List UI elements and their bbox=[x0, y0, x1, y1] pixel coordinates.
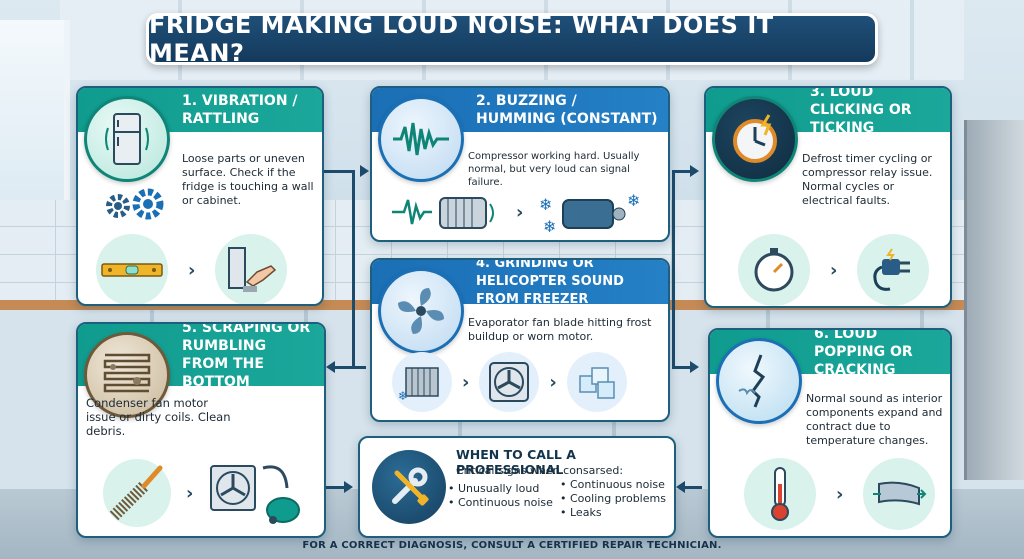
badge-timer bbox=[712, 96, 798, 182]
arrow-left-icon bbox=[326, 361, 335, 373]
connector-line bbox=[672, 170, 692, 173]
list-item: Continuous noise bbox=[448, 496, 553, 510]
card-vibration: 1. VIBRATION / RATTLING Loose parts or u… bbox=[76, 86, 324, 306]
illustration-row: › bbox=[738, 234, 930, 306]
stopwatch-icon bbox=[754, 248, 794, 292]
chevron-right-icon: › bbox=[186, 482, 194, 504]
connector-line bbox=[672, 170, 675, 368]
badge-fan bbox=[378, 268, 464, 354]
illustration-circle bbox=[96, 234, 168, 304]
chevron-right-icon: › bbox=[836, 483, 844, 505]
card-description: Loose parts or uneven surface. Check if … bbox=[182, 152, 314, 207]
illustration-circle bbox=[863, 458, 936, 530]
signs-list-right: Continuous noise Cooling problems Leaks bbox=[560, 478, 666, 520]
plug-icon bbox=[873, 248, 911, 291]
connector-line bbox=[326, 486, 348, 489]
connector-line bbox=[672, 366, 692, 369]
level-tool-icon bbox=[101, 263, 163, 277]
badge-coils bbox=[84, 332, 170, 418]
chevron-right-icon: › bbox=[188, 259, 196, 281]
arrow-left-icon bbox=[676, 481, 685, 493]
tools-badge bbox=[372, 450, 446, 524]
gears-icon bbox=[106, 188, 164, 220]
connector-line bbox=[682, 486, 702, 489]
fan-unit-icon bbox=[489, 362, 530, 402]
sound-wave-icon bbox=[393, 122, 449, 156]
window bbox=[0, 20, 70, 220]
list-item: Continuous noise bbox=[560, 478, 666, 492]
hand-adjusting-icon bbox=[228, 247, 277, 292]
illustration-circle bbox=[744, 458, 816, 530]
page-title: FRIDGE MAKING LOUD NOISE: WHAT DOES IT M… bbox=[146, 11, 878, 67]
card-popping: 6. LOUD POPPING OR CRACKING Normal sound… bbox=[708, 328, 952, 538]
card-buzzing: 2. BUZZING / HUMMING (CONSTANT) Compress… bbox=[370, 86, 670, 242]
arrow-right-icon bbox=[690, 361, 699, 373]
signs-list-left: Unusually loud Continuous noise bbox=[448, 482, 553, 510]
brush-icon bbox=[103, 459, 171, 527]
card-scraping: 5. SCRAPING OR RUMBLING FROM THE BOTTOM … bbox=[76, 322, 326, 538]
connector-line bbox=[324, 170, 354, 173]
arrow-right-icon bbox=[344, 481, 353, 493]
ice-crack-icon bbox=[738, 354, 766, 408]
footer-note: FOR A CORRECT DIAGNOSIS, CONSULT A CERTI… bbox=[302, 540, 722, 551]
vacuum-fan-icon bbox=[210, 465, 301, 524]
illustration-circle bbox=[566, 352, 627, 412]
arrow-right-icon bbox=[360, 165, 369, 177]
illustration-circle bbox=[857, 234, 930, 306]
connector-line bbox=[334, 366, 354, 369]
fridge-icon bbox=[105, 113, 149, 165]
connector-line bbox=[352, 366, 366, 369]
card-clicking: 3. LOUD CLICKING OR TICKING Defrost time… bbox=[704, 86, 952, 308]
illustration-circle bbox=[738, 234, 810, 306]
arrow-right-icon bbox=[690, 165, 699, 177]
card-description: Compressor working hard. Usually normal,… bbox=[468, 151, 640, 188]
connector-line bbox=[352, 170, 355, 368]
timer-icon bbox=[733, 114, 777, 163]
svg-text:❄: ❄ bbox=[539, 195, 552, 214]
illustration-row: › bbox=[744, 458, 936, 530]
list-item: Unusually loud bbox=[448, 482, 553, 496]
list-item: Cooling problems bbox=[560, 492, 666, 506]
svg-text:❄: ❄ bbox=[543, 217, 556, 236]
chevron-right-icon: › bbox=[549, 371, 557, 393]
badge-fridge bbox=[84, 96, 170, 182]
professional-subtitle: Critical signs when consarsed: bbox=[456, 464, 624, 477]
dirty-coils-icon bbox=[103, 353, 151, 393]
illustration-circle: ❄ bbox=[392, 352, 452, 412]
motor-snowflake-icon: ❄ ❄ ❄ bbox=[539, 191, 640, 236]
expanding-panel-icon bbox=[873, 481, 927, 506]
card-description: Defrost timer cycling or compressor rela… bbox=[802, 152, 933, 207]
call-professional-box: WHEN TO CALL A PROFESSIONAL Critical sig… bbox=[358, 436, 676, 538]
frosted-coil-icon: ❄ bbox=[398, 367, 439, 402]
list-item: Leaks bbox=[560, 506, 666, 520]
card-description: Evaporator fan blade hitting frost build… bbox=[468, 316, 652, 343]
illustration-row: › bbox=[102, 458, 303, 528]
compressor-hum-icon bbox=[392, 197, 494, 229]
chevron-right-icon: › bbox=[830, 259, 838, 281]
svg-text:❄: ❄ bbox=[627, 191, 640, 210]
ice-cubes-icon bbox=[579, 367, 615, 399]
badge-crack bbox=[716, 338, 802, 424]
professional-title: WHEN TO CALL A PROFESSIONAL bbox=[456, 447, 576, 477]
illustration-circle bbox=[479, 352, 540, 412]
illustration-circle bbox=[215, 234, 288, 304]
card-description: Normal sound as interior components expa… bbox=[806, 392, 943, 447]
wrench-screwdriver-icon bbox=[392, 467, 429, 506]
fan-icon bbox=[398, 288, 444, 334]
card-description: Condenser fan motor issue or dirty coils… bbox=[86, 396, 231, 438]
oven bbox=[964, 120, 1024, 480]
svg-text:❄: ❄ bbox=[398, 389, 408, 402]
card-grinding: 4. GRINDING OR HELICOPTER SOUND FROM FRE… bbox=[370, 258, 670, 422]
badge-sound-wave bbox=[378, 96, 464, 182]
illustration-row: › bbox=[96, 234, 288, 304]
illustration-row: ❄ › › bbox=[392, 352, 627, 412]
chevron-right-icon: › bbox=[462, 371, 470, 393]
chevron-right-icon: › bbox=[516, 201, 524, 223]
illustration-row: › ❄ ❄ ❄ bbox=[392, 188, 647, 236]
thermometer-icon bbox=[771, 467, 789, 521]
